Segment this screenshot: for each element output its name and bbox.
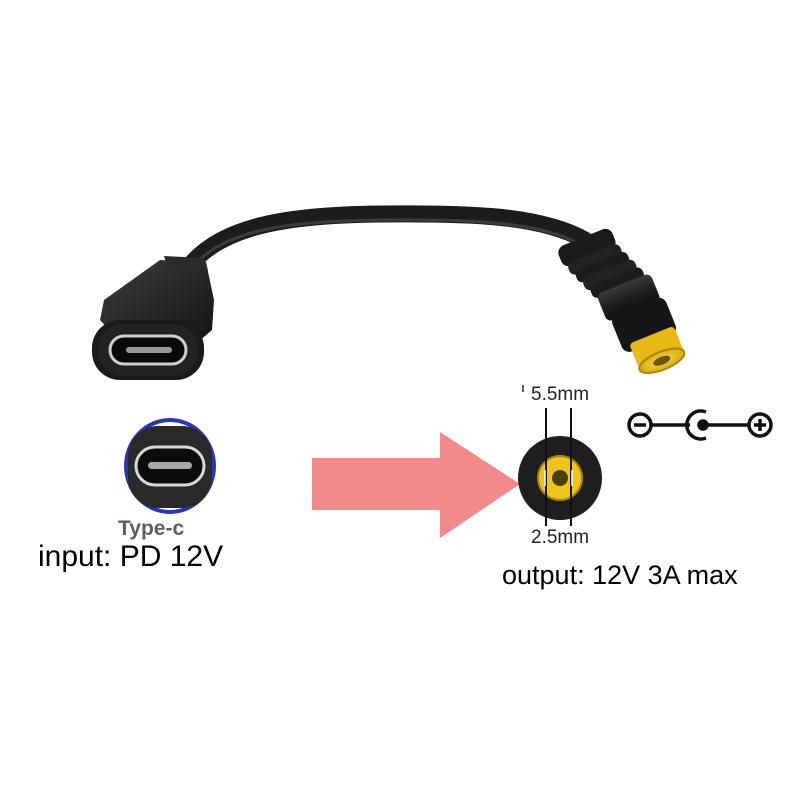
dc-barrel-plug bbox=[558, 228, 686, 375]
outer-diameter-label: 5.5mm bbox=[531, 384, 590, 405]
inner-diameter-label: 2.5mm bbox=[531, 527, 590, 548]
output-spec-label: output: 12V 3A max bbox=[502, 560, 738, 590]
right-arrow-icon bbox=[312, 432, 520, 538]
usb-c-female-connector bbox=[92, 256, 214, 380]
dc-barrel-plug-icon bbox=[518, 385, 602, 526]
input-spec-label: input: PD 12V bbox=[38, 540, 224, 573]
usb-c-port-icon bbox=[124, 418, 216, 514]
center-positive-polarity-icon bbox=[627, 409, 773, 441]
cable bbox=[179, 205, 594, 277]
type-c-label: Type-c bbox=[118, 517, 185, 540]
